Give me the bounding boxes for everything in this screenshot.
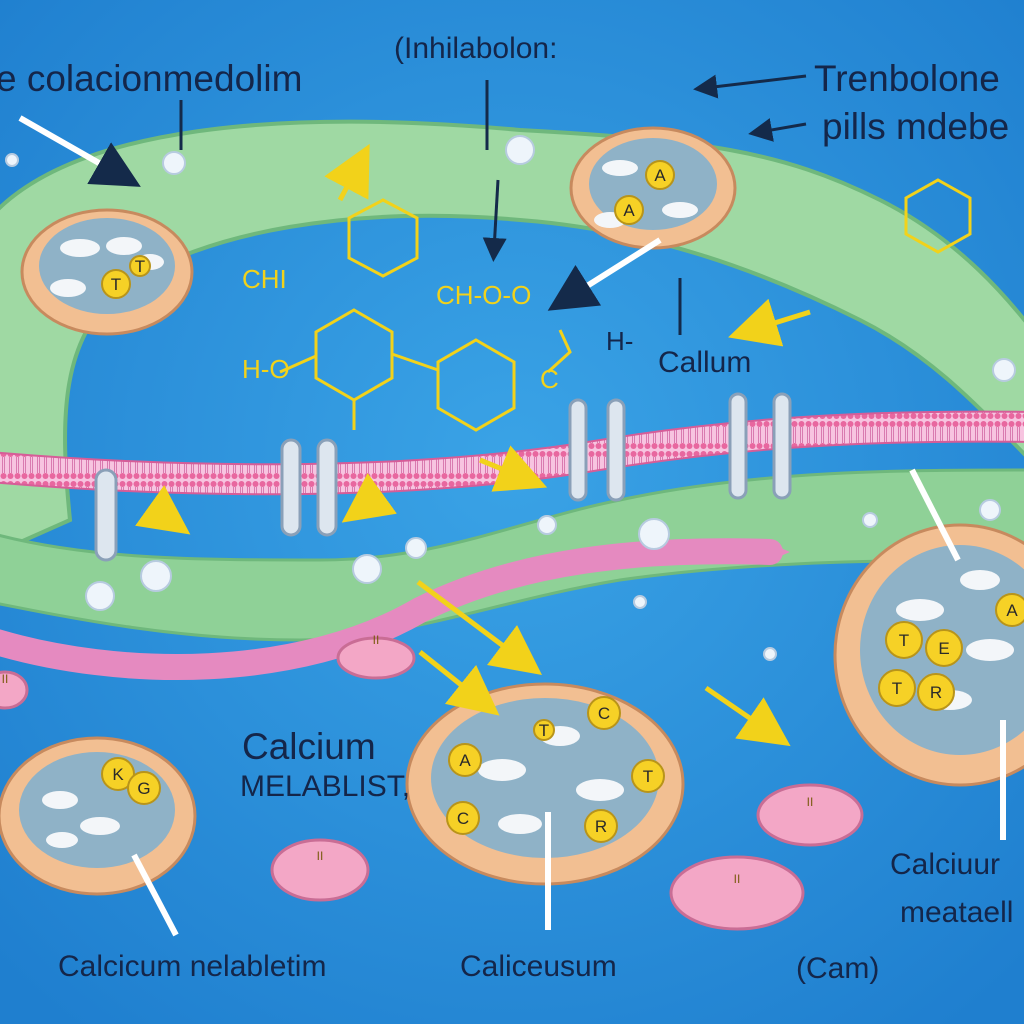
green-lower-band [0,468,1024,642]
svg-text:T: T [899,631,909,650]
svg-text:II: II [317,849,324,863]
svg-text:A: A [654,166,666,185]
svg-text:R: R [930,683,942,702]
chemical-structure [279,178,972,432]
svg-text:T: T [643,767,653,786]
label-bottom-center: Caliceusum [460,950,617,983]
tablet: II [270,838,370,902]
label-bottom-cam: (Cam) [796,952,880,985]
bead-group-bottom-left: K G [101,757,161,805]
pink-tube [0,538,783,680]
label-bottom-left: Calcicum nelabletim [58,950,327,983]
vesicle-beads: T T A A K G C A T C R T T E T R A [101,160,1024,843]
label-top-center: (Inhilabolon: [394,32,558,65]
label-callum: Callum [658,346,752,379]
label-top-right-1: Trenbolone [814,58,1000,99]
pointer-lines [18,74,1006,937]
svg-text:C: C [598,704,610,723]
svg-text:A: A [623,201,635,220]
svg-text:G: G [137,779,150,798]
label-chem-ch: CHI [242,264,287,294]
label-top-left: e colacionmedolim [0,58,303,99]
label-top-right-2: pills mdebe [822,106,1010,147]
svg-text:II: II [373,633,380,647]
membrane-channels [94,392,792,562]
svg-text:T: T [892,679,902,698]
bead-group-right: T E T R A [878,593,1024,711]
svg-text:T: T [539,721,549,740]
svg-text:II: II [2,672,9,686]
tablet: II [0,670,29,710]
svg-text:R: R [595,817,607,836]
svg-text:E: E [938,639,949,658]
label-calcium: Calcium [242,726,376,767]
bead-group-top-mid: A A [614,160,675,225]
vesicle-bottom-left [0,736,197,896]
label-chem-h: H- [606,326,634,356]
yellow-arrows [135,143,811,747]
svg-text:II: II [807,795,814,809]
svg-text:II: II [734,872,741,886]
svg-text:A: A [1006,601,1018,620]
label-chem-c: C [540,364,559,394]
tablet: II [669,855,805,931]
pink-tube-arrowhead [762,540,790,564]
svg-text:K: K [112,765,124,784]
label-bottom-right-2: meataell [900,896,1014,929]
pink-tablets: II II II II II [0,633,864,931]
label-bottom-right-1: Calciuur [890,848,1001,881]
svg-text:T: T [135,257,145,276]
bead-group-top-left: T T [101,255,151,299]
svg-text:A: A [459,751,471,770]
bead-group-bottom-center: C A T C R T [446,696,665,843]
label-chem-o: H-O [242,354,290,384]
label-chem-cho: CH-O-O [436,280,532,310]
svg-text:T: T [111,275,121,294]
label-melablist: MELABLIST, [240,770,411,803]
tablet: II [756,783,864,847]
svg-text:C: C [457,809,469,828]
tablet: II [336,633,416,680]
